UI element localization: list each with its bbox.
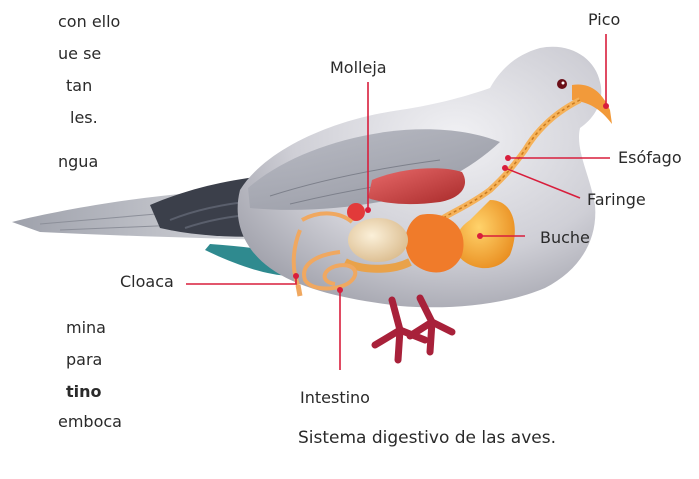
label-pico: Pico xyxy=(588,10,620,30)
label-esofago: Esófago xyxy=(618,148,682,168)
label-buche: Buche xyxy=(540,228,590,248)
bird-legs xyxy=(375,298,452,360)
gizzard xyxy=(348,218,408,262)
cloaca xyxy=(298,285,300,296)
label-intestino: Intestino xyxy=(300,388,370,408)
figure-caption: Sistema digestivo de las aves. xyxy=(298,428,556,448)
label-cloaca: Cloaca xyxy=(120,272,174,292)
label-molleja: Molleja xyxy=(330,58,387,78)
label-faringe: Faringe xyxy=(587,190,646,210)
